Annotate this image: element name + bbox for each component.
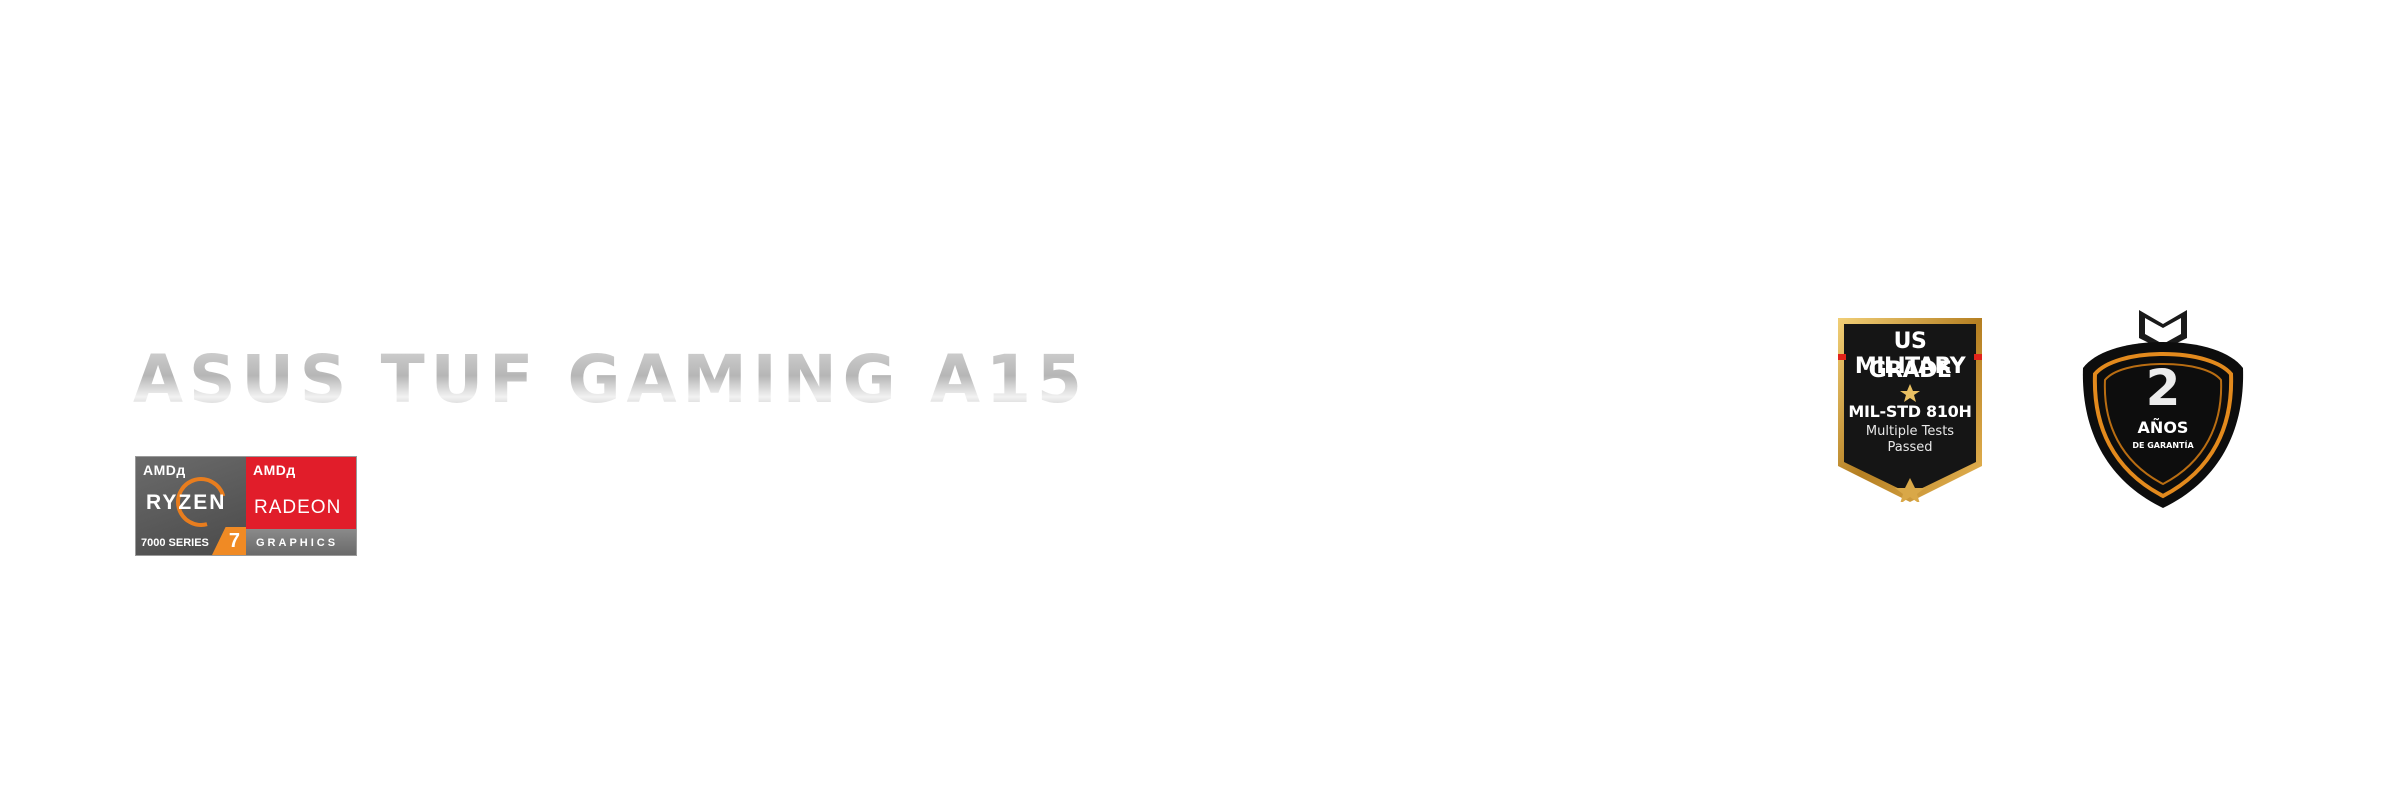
ryzen-label: RYZEN [146,491,227,514]
graphics-band [246,529,356,555]
amd-logo-left: AMDд [143,462,186,478]
tier-tag: 7 [212,527,246,555]
military-shield-icon [1838,318,1982,502]
amd-logo-right: AMDд [253,462,296,478]
radeon-panel: AMDд RADEON GRAPHICS [246,457,356,555]
military-sub2: Passed [1887,440,1933,455]
series-label: 7000 SERIES [141,537,209,549]
radeon-label: RADEON [254,497,342,518]
product-title: ASUS TUF GAMING A15 [133,338,1088,422]
military-sub1: Multiple Tests [1865,424,1955,439]
military-grade-badge: US MILITARY GRADE MIL-STD 810H Multiple … [1836,316,1984,502]
warranty-badge: 2 AÑOS DE GARANTÍA [2081,308,2245,510]
military-line1: US MILITARY [1854,329,1966,379]
amd-ryzen-radeon-badge: AMDд RYZEN 7000 SERIES 7 AMDд RADEON GRA… [135,456,357,556]
military-line2: GRADE [1868,358,1952,383]
military-standard: MIL-STD 810H [1848,402,1972,421]
ryzen-panel: AMDд RYZEN 7000 SERIES 7 [136,457,246,555]
warranty-years: 2 [2145,359,2181,417]
warranty-unit: AÑOS [2137,418,2189,437]
warranty-subtitle: DE GARANTÍA [2132,441,2194,450]
warranty-shield-icon [2082,310,2244,508]
graphics-label: GRAPHICS [256,537,339,549]
